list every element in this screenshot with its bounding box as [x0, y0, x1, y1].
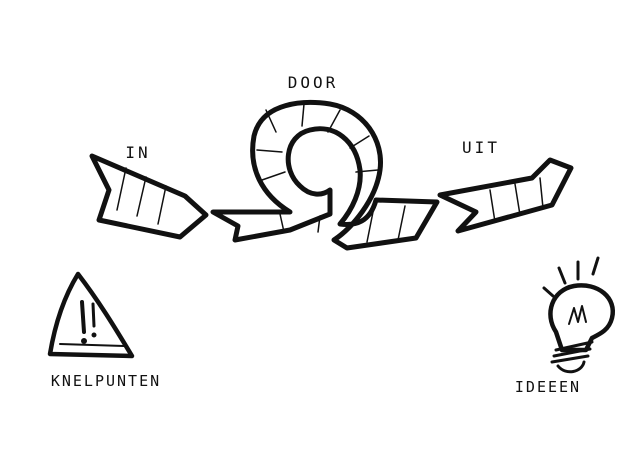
in-label: IN	[125, 143, 151, 162]
uit-ribbon	[437, 157, 574, 234]
in-ribbon	[89, 153, 209, 240]
uit-label: UIT	[462, 138, 500, 157]
knelpunten-label: KNELPUNTEN	[50, 372, 162, 390]
door-loop-ribbon	[210, 100, 440, 251]
door-label: DOOR	[287, 73, 339, 92]
ideeen-label: IDEEEN	[514, 378, 582, 396]
warning-triangle-icon	[47, 271, 135, 359]
lightbulb-icon	[542, 256, 616, 374]
